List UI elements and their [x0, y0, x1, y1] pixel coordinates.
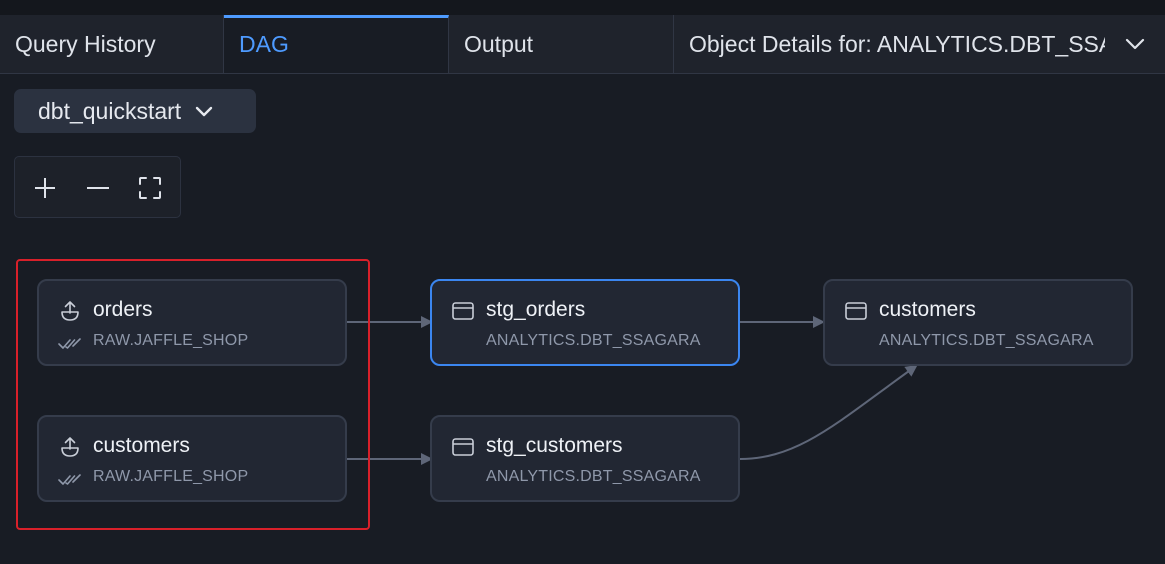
node-schema: ANALYTICS.DBT_SSAGARA: [879, 332, 1094, 349]
tab-dag[interactable]: DAG: [224, 15, 449, 73]
dag-node-raw-customers[interactable]: customers RAW.JAFFLE_SHOP: [37, 415, 347, 502]
plus-icon: [35, 178, 55, 198]
node-schema: RAW.JAFFLE_SHOP: [93, 332, 249, 349]
node-name: stg_customers: [486, 434, 623, 457]
zoom-out-button[interactable]: [81, 171, 115, 205]
chevron-down-icon: [195, 106, 213, 117]
tab-query-history[interactable]: Query History: [0, 15, 224, 73]
table-icon: [452, 438, 474, 456]
edge-stg-customers-to-customers: [739, 364, 918, 460]
table-icon: [452, 302, 474, 320]
tab-bar: Query History DAG Output Object Details …: [0, 15, 1165, 74]
node-schema: ANALYTICS.DBT_SSAGARA: [486, 332, 701, 349]
zoom-controls: [14, 156, 181, 218]
source-upload-icon: [61, 301, 79, 321]
dag-node-raw-orders[interactable]: orders RAW.JAFFLE_SHOP: [37, 279, 347, 366]
selection-highlight-box: [16, 259, 370, 530]
tab-object-details[interactable]: Object Details for: ANALYTICS.DBT_SSAGAR…: [689, 31, 1105, 57]
fit-view-button[interactable]: [133, 171, 167, 205]
double-check-icon: [58, 338, 81, 349]
window-top-strip: [0, 0, 1165, 15]
node-name: customers: [879, 298, 976, 321]
chevron-down-icon: [1125, 38, 1145, 50]
minus-icon: [87, 187, 109, 189]
node-schema: RAW.JAFFLE_SHOP: [93, 468, 249, 485]
node-name: customers: [93, 434, 190, 457]
node-name: stg_orders: [486, 298, 586, 321]
source-upload-icon: [61, 437, 79, 457]
dag-node-customers[interactable]: customers ANALYTICS.DBT_SSAGARA: [823, 279, 1133, 366]
node-schema: ANALYTICS.DBT_SSAGARA: [486, 468, 701, 485]
zoom-in-button[interactable]: [28, 171, 62, 205]
fullscreen-icon: [139, 177, 161, 199]
project-selector[interactable]: dbt_quickstart: [14, 89, 256, 133]
dag-node-stg-orders[interactable]: stg_orders ANALYTICS.DBT_SSAGARA: [430, 279, 740, 366]
dag-node-stg-customers[interactable]: stg_customers ANALYTICS.DBT_SSAGARA: [430, 415, 740, 502]
node-name: orders: [93, 298, 153, 321]
tab-output[interactable]: Output: [449, 15, 674, 73]
project-selector-label: dbt_quickstart: [38, 97, 182, 124]
tab-overflow-dropdown[interactable]: [1105, 15, 1165, 73]
table-icon: [845, 302, 867, 320]
double-check-icon: [58, 474, 81, 485]
